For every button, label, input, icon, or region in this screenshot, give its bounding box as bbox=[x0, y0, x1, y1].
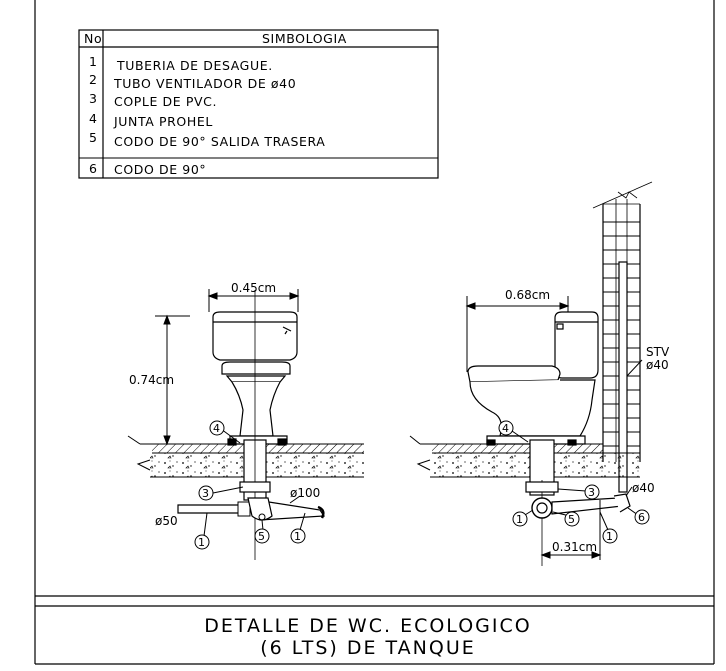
side-floor-finish bbox=[432, 444, 603, 453]
front-height-dimension bbox=[155, 314, 190, 446]
title-line-1: DETALLE DE WC. ECOLOGICO bbox=[204, 615, 531, 637]
front-width-dimension bbox=[207, 289, 300, 312]
legend-row-text: JUNTA PROHEL bbox=[113, 114, 213, 129]
front-width-label: 0.45cm bbox=[231, 281, 276, 295]
callout-number: 1 bbox=[198, 536, 205, 549]
front-height-label: 0.74cm bbox=[129, 373, 174, 387]
legend-row-text: CODO DE 90° bbox=[114, 162, 206, 177]
callout-circle bbox=[564, 511, 580, 527]
legend-row-text: TUBO VENTILADOR DE ø40 bbox=[113, 76, 296, 91]
callout-number: 3 bbox=[588, 486, 595, 499]
legend-header-title: SIMBOLOGIA bbox=[262, 31, 347, 46]
side-vent-label-stv: STV bbox=[646, 345, 670, 359]
legend-row-text: COPLE DE PVC. bbox=[114, 94, 217, 109]
callout-number: 4 bbox=[502, 422, 509, 435]
side-horizontal-pipe bbox=[551, 497, 623, 515]
callout-circle bbox=[198, 485, 214, 501]
front-view bbox=[127, 289, 364, 560]
side-width-label: 0.68cm bbox=[505, 288, 550, 302]
callout-number: 4 bbox=[213, 422, 220, 435]
callout-circle bbox=[584, 484, 600, 500]
title-block: DETALLE DE WC. ECOLOGICO (6 LTS) DE TANQ… bbox=[35, 595, 714, 659]
callout-circle bbox=[634, 509, 650, 525]
callout-number: 1 bbox=[516, 513, 523, 526]
legend-header-no: No bbox=[84, 31, 102, 46]
callout-circle bbox=[254, 528, 270, 544]
front-callouts: 4 3 1 5 1 bbox=[194, 420, 306, 550]
side-vent-label-dia: ø40 bbox=[646, 358, 669, 372]
side-vent-pipe-label: ø40 bbox=[632, 481, 655, 495]
side-width-dimension bbox=[465, 296, 570, 372]
legend-row-no: 3 bbox=[89, 91, 98, 106]
side-callouts: 4 3 1 5 1 6 bbox=[498, 420, 650, 544]
front-branch-pipe-label: ø50 bbox=[155, 514, 178, 528]
callout-number: 6 bbox=[638, 511, 645, 524]
callout-number: 1 bbox=[606, 530, 613, 543]
side-toilet bbox=[467, 311, 599, 446]
legend-row-text: CODO DE 90° SALIDA TRASERA bbox=[114, 134, 325, 149]
side-elbow-fitting bbox=[531, 497, 553, 519]
callout-number: 5 bbox=[568, 513, 575, 526]
legend-row-no: 6 bbox=[89, 161, 98, 176]
callout-circle bbox=[498, 420, 514, 436]
legend-row-no: 4 bbox=[89, 111, 98, 126]
callout-number: 1 bbox=[294, 530, 301, 543]
callout-circle bbox=[290, 528, 306, 544]
legend-table: No SIMBOLOGIA 1 TUBERIA DE DESAGUE. 2 TU… bbox=[78, 29, 439, 179]
side-view bbox=[409, 181, 653, 566]
legend-row-text: TUBERIA DE DESAGUE. bbox=[116, 58, 273, 73]
callout-circle bbox=[602, 528, 618, 544]
title-line-2: (6 LTS) DE TANQUE bbox=[260, 637, 476, 659]
callout-number: 5 bbox=[258, 530, 265, 543]
callout-number: 3 bbox=[202, 487, 209, 500]
front-branch-pipe bbox=[177, 504, 246, 514]
side-offset-label: 0.31cm bbox=[552, 540, 597, 554]
side-offset-dimension bbox=[540, 500, 602, 560]
sheet-border bbox=[34, 0, 715, 665]
callout-circle bbox=[512, 511, 528, 527]
side-vent-pipe bbox=[618, 261, 628, 493]
legend-row-no: 2 bbox=[89, 72, 98, 87]
front-main-pipe-label: ø100 bbox=[290, 486, 320, 500]
legend-row-no: 1 bbox=[89, 54, 98, 69]
callout-circle bbox=[194, 534, 210, 550]
callout-circle bbox=[209, 420, 225, 436]
legend-row-no: 5 bbox=[89, 130, 98, 145]
